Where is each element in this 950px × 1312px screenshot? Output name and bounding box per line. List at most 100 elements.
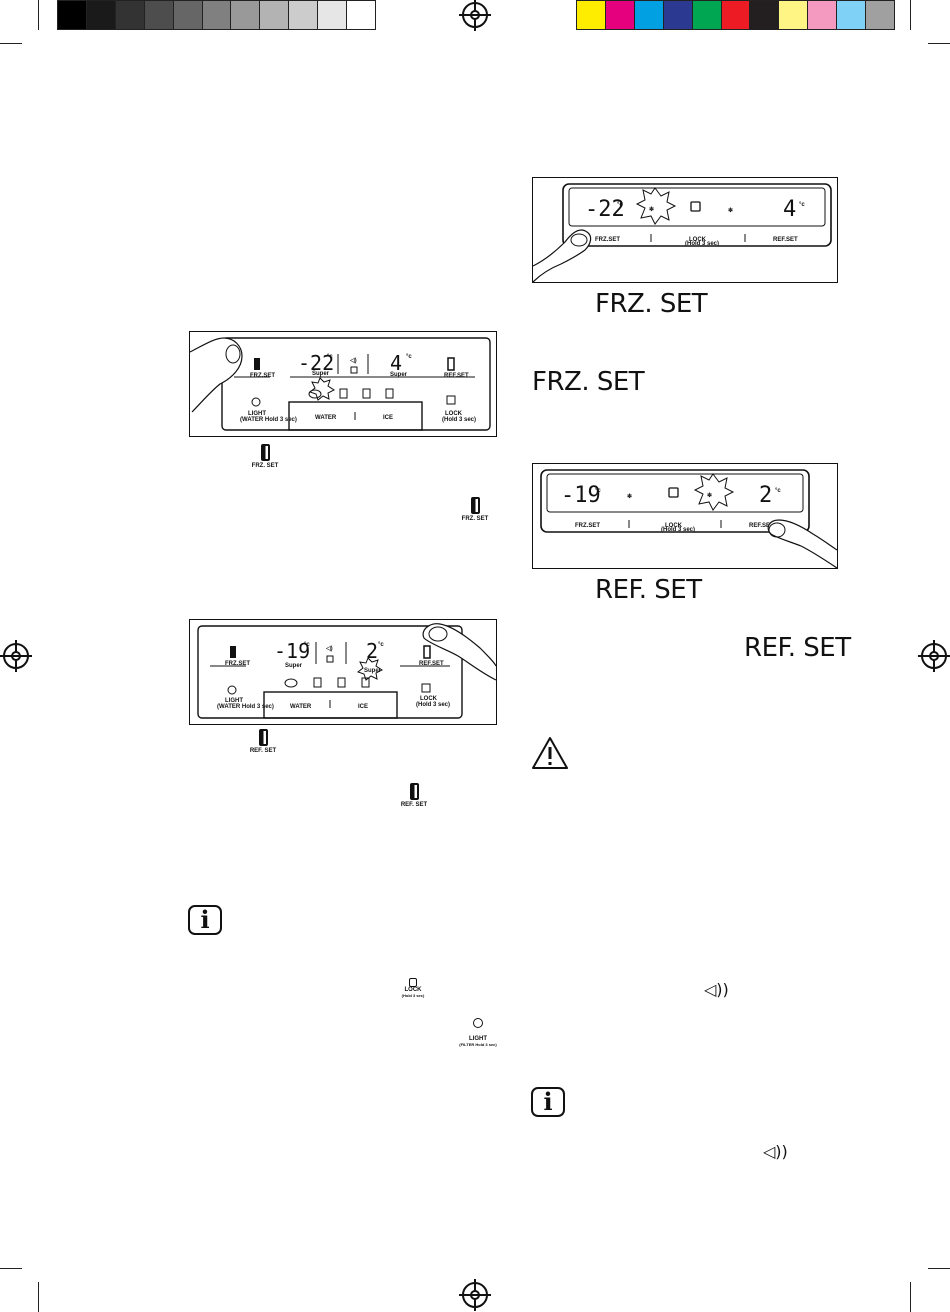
lock-icon — [409, 978, 417, 987]
cup-icon — [361, 677, 370, 688]
crop-mark — [928, 1268, 950, 1269]
lock-label: LOCK — [665, 523, 683, 529]
lock-button-icon — [446, 395, 456, 405]
cup-icon — [385, 388, 394, 399]
finger-pointer-icon — [767, 519, 838, 569]
color-swatch — [720, 0, 751, 30]
ref-set-label: REF.SET — [444, 373, 469, 379]
lock-icon — [690, 201, 701, 212]
color-swatch — [288, 0, 319, 30]
freezer-unit: °c — [595, 488, 601, 494]
control-panel-illustration-fridge: FRZ.SET REF.SET -19 °c 2 °c Super Super … — [189, 619, 497, 725]
lock-label: LOCK — [445, 411, 463, 417]
lock-icon — [350, 366, 358, 374]
fridge-temp-display: 2 — [759, 483, 772, 508]
finger-pointer-icon — [422, 623, 497, 681]
process-color-bar — [576, 0, 895, 30]
color-swatch — [143, 0, 174, 30]
ice-type-icon — [284, 678, 298, 688]
light-inline-sublabel: (FILTER Hold 3 sec) — [459, 1042, 497, 1047]
registration-mark-icon — [918, 640, 950, 672]
crop-mark — [38, 1282, 39, 1312]
freezer-unit: °c — [327, 354, 333, 360]
light-label: LIGHT — [225, 698, 243, 704]
light-bulb-icon — [227, 685, 237, 695]
freezer-temp-display: -22 — [298, 351, 334, 375]
frz-set-inline-icon-2: FRZ. SET — [457, 497, 493, 522]
sound-icon: ◁) — [325, 645, 333, 652]
color-swatch — [691, 0, 722, 30]
lock-button-icon — [421, 683, 431, 693]
super-freeze-flash-icon — [308, 377, 335, 401]
lock-sub-label: (Hold 3 sec) — [416, 702, 450, 708]
lock-inline-label: LOCK — [404, 987, 422, 993]
color-swatch — [836, 0, 867, 30]
color-swatch — [57, 0, 87, 30]
registration-mark-icon — [459, 0, 491, 31]
ref-set-button-icon — [423, 645, 431, 659]
color-swatch — [749, 0, 780, 30]
color-swatch — [201, 0, 232, 30]
super-label: Super — [312, 371, 330, 377]
color-swatch — [230, 0, 261, 30]
color-swatch — [576, 0, 606, 30]
snowflake-icon: ✻ — [627, 493, 632, 500]
ref-set-label: REF.SET — [773, 237, 798, 243]
ref-set-inline-icon-1: REF. SET — [245, 729, 281, 754]
color-swatch — [662, 0, 693, 30]
crop-mark — [38, 0, 39, 30]
light-bulb-icon — [251, 397, 261, 407]
color-swatch — [346, 0, 376, 30]
light-inline-label: LIGHT — [469, 1036, 487, 1042]
color-swatch — [778, 0, 809, 30]
ref-set-label: REF.SET — [749, 523, 774, 529]
fridge-temp-display: 4 — [783, 197, 796, 222]
ref-set-caption: REF. SET — [595, 575, 702, 605]
warning-icon — [531, 736, 569, 770]
ref-set-inline-icon-2: REF. SET — [396, 783, 432, 808]
super-fridge-flash-icon — [356, 657, 383, 681]
crop-mark — [910, 0, 911, 30]
cup-icon — [339, 388, 348, 399]
color-swatch — [172, 0, 203, 30]
info-icon: i — [188, 905, 222, 935]
display-illustration-fridge-set: -19 °c ✻ ✻ 2 °c FRZ.SET LOCK (Hold 3 sec… — [532, 463, 838, 569]
color-swatch — [317, 0, 348, 30]
crop-mark — [928, 43, 950, 44]
fridge-temp-display: 2 — [366, 639, 378, 663]
ref-set-button-icon — [447, 357, 455, 371]
crop-mark — [910, 1282, 911, 1312]
fridge-unit: °c — [799, 202, 805, 208]
fridge-unit: °c — [406, 354, 412, 360]
cup-icon — [362, 388, 371, 399]
registration-mark-icon — [459, 1279, 491, 1311]
crop-mark — [0, 43, 22, 44]
super-label: Super — [285, 663, 303, 669]
lock-sub-label: (Hold 3 sec) — [442, 417, 476, 423]
frz-set-caption: FRZ. SET — [595, 289, 708, 319]
ice-button-label: ICE — [383, 415, 393, 421]
water-button-label: WATER — [290, 704, 312, 710]
snowflake-icon: ✻ — [728, 207, 733, 214]
freezer-temp-display: -22 — [585, 197, 625, 222]
lock-icon — [326, 655, 334, 663]
freezer-unit: °c — [617, 202, 623, 208]
ice-button-label: ICE — [358, 704, 368, 710]
freezer-unit: °c — [304, 642, 310, 648]
fridge-unit: °c — [378, 642, 384, 648]
lock-sub-label: (Hold 3 sec) — [661, 527, 695, 533]
snowflake-icon: ✻ — [707, 492, 712, 499]
freezer-temp-display: -19 — [274, 639, 310, 663]
cup-icon — [337, 677, 346, 688]
display-illustration-freezer-set: -22 °c ✻ ✻ 4 °c FRZ.SET LOCK (Hold 3 sec… — [532, 177, 838, 283]
light-inline-icon: LIGHT (FILTER Hold 3 sec) — [456, 1018, 500, 1047]
light-bulb-icon — [473, 1018, 483, 1028]
registration-mark-icon — [0, 640, 32, 672]
frz-set-label: FRZ.SET — [575, 523, 600, 529]
fridge-unit: °c — [775, 488, 781, 494]
ref-set-label: REF.SET — [419, 661, 444, 667]
finger-pointer-icon — [189, 337, 243, 413]
control-panel-illustration-freezer: FRZ.SET REF.SET -22 °c 4 °c Super Super … — [189, 331, 497, 437]
lock-icon — [668, 487, 679, 498]
color-swatch — [85, 0, 116, 30]
